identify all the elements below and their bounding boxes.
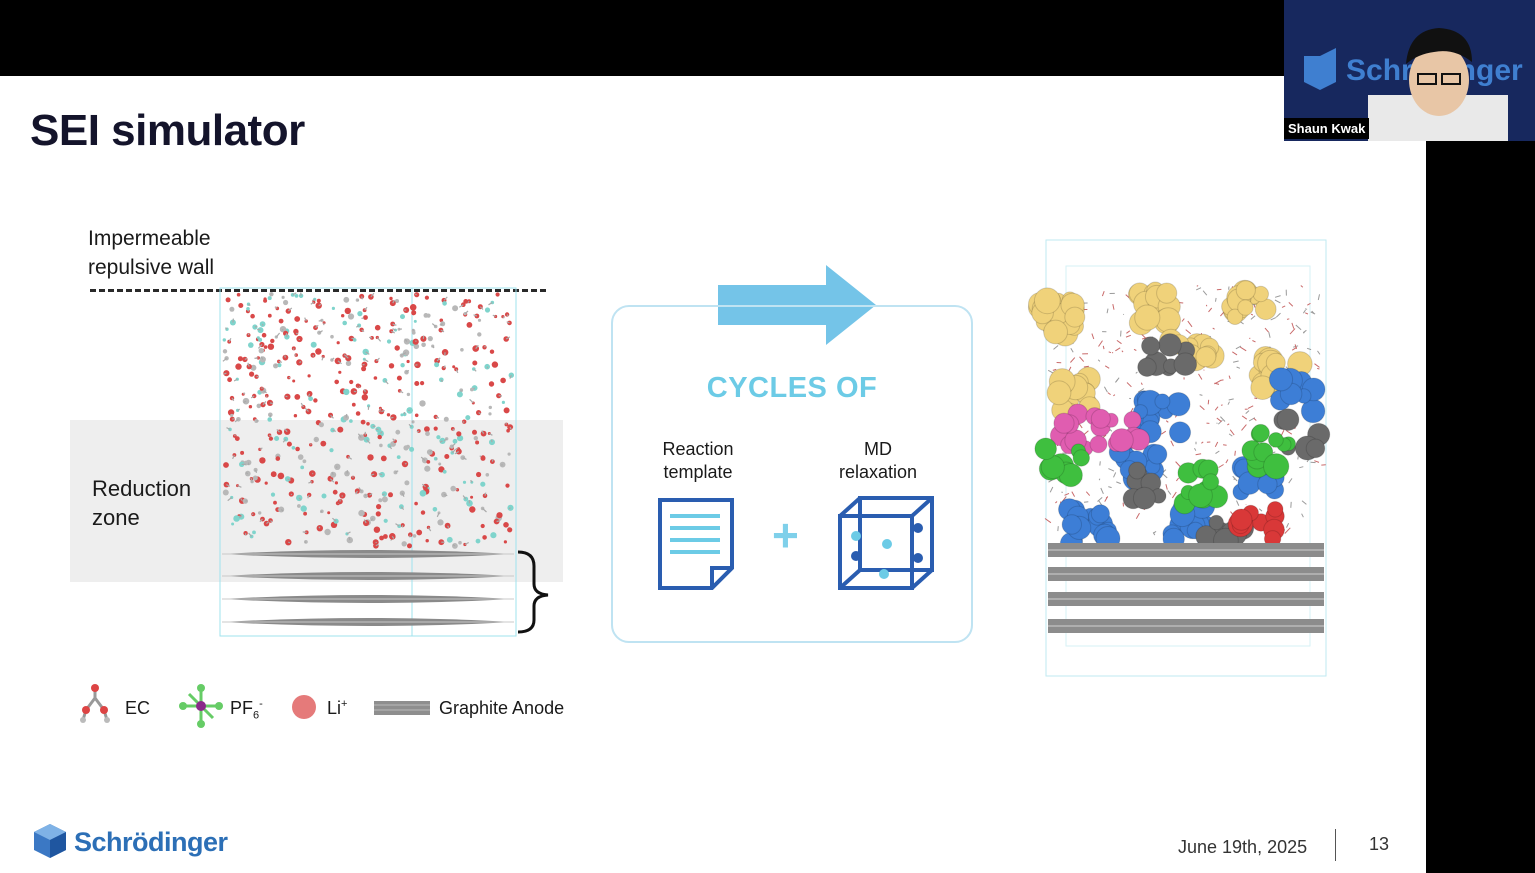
graphite-icon: [374, 701, 430, 715]
simulation-graphics: [80, 239, 1331, 728]
schrodinger-logo: Schrödinger: [32, 822, 232, 862]
slide-title: SEI simulator: [30, 106, 305, 155]
electrolyte-molecules: [222, 292, 514, 549]
presenter-face: [1409, 44, 1469, 116]
presenter-name-label: Shaun Kwak: [1284, 118, 1370, 139]
legend: EC PF6- Li+ Graphite Anode: [78, 680, 598, 728]
cycles-panel: [611, 305, 973, 643]
li-ion-icon: [292, 695, 316, 719]
md-relaxation-label: MD relaxation: [838, 439, 918, 482]
pf6-molecule-icon: [179, 684, 223, 728]
plus-sign: +: [772, 509, 799, 561]
presenter-hair: [1406, 28, 1472, 64]
video-call-side-bar: [1426, 76, 1535, 873]
document-icon: [658, 498, 734, 590]
page-number: 13: [1369, 834, 1390, 854]
left-cell-outline: [219, 287, 517, 637]
graphite-brace: [517, 550, 549, 634]
graphite-layers-left: [222, 550, 514, 626]
sei-product-spheres: [1027, 279, 1331, 556]
slide-date: June 19th, 2025: [1178, 837, 1308, 857]
legend-graphite-label: Graphite Anode: [439, 698, 565, 718]
legend-li-label: Li+: [327, 698, 348, 718]
video-logo-icon: [1304, 48, 1336, 90]
repulsive-wall-line: [90, 289, 546, 292]
graphite-layers-right: [1048, 543, 1324, 633]
presenter-video-feed: Schrödinger: [1284, 0, 1535, 141]
schrodinger-logo-icon: [34, 824, 66, 858]
video-call-top-bar: [0, 0, 1535, 76]
presentation-slide: SEI simulator Impermeable repulsive wall…: [0, 76, 1426, 873]
legend-pf6-label: PF6-: [230, 698, 263, 722]
reaction-template-label: Reaction template: [662, 439, 734, 482]
legend-ec-label: EC: [125, 698, 151, 718]
ec-molecule-icon: [80, 684, 110, 723]
cycles-title: CYCLES OF: [706, 372, 878, 404]
footer-divider: [1335, 829, 1336, 861]
wall-label: Impermeable repulsive wall: [88, 227, 215, 279]
presenter-video-tile[interactable]: Schrödinger: [1284, 0, 1535, 141]
reduction-zone-label: Reduction zone: [92, 476, 192, 530]
